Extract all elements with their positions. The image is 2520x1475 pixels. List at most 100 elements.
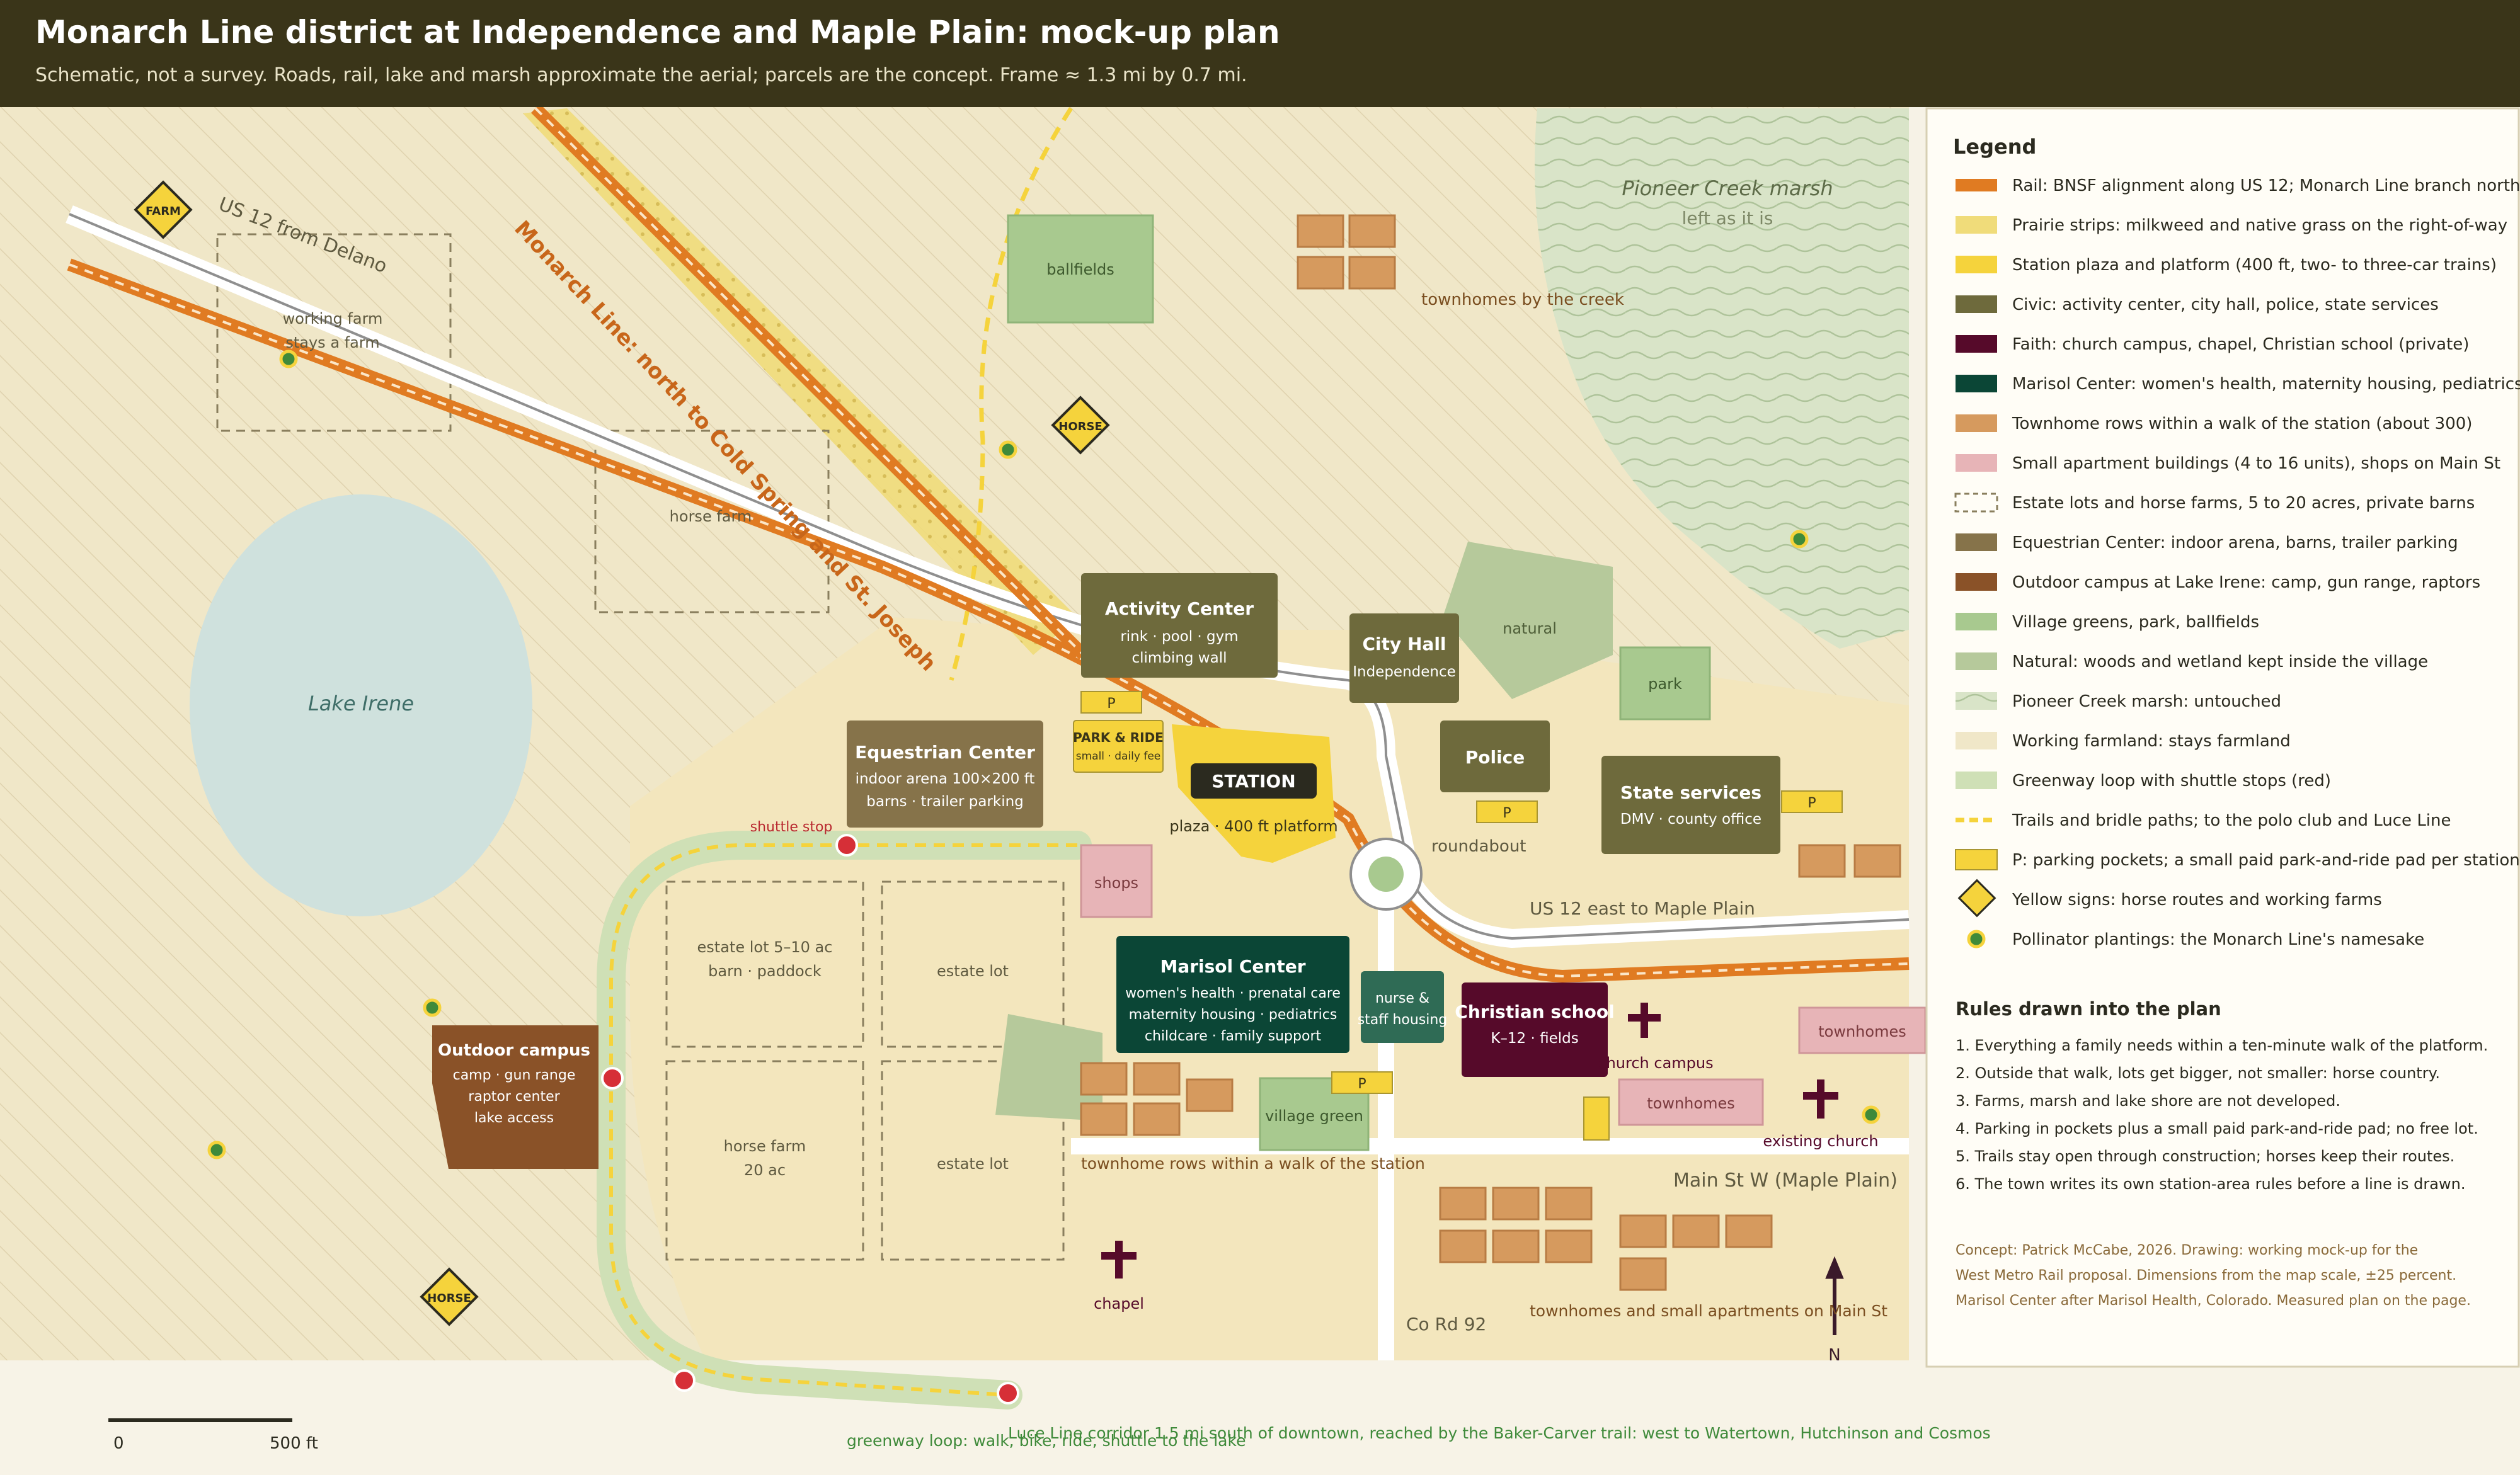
activity-center-line1: rink · pool · gym	[1120, 629, 1238, 645]
legend-swatch-outdoor	[1956, 573, 1997, 591]
legend-swatch-equestrian	[1956, 533, 1997, 551]
existing-church-label: existing church	[1763, 1132, 1878, 1150]
estate-lot-1-label: estate lot 5–10 ac	[697, 938, 833, 956]
chapel-label: chapel	[1094, 1295, 1144, 1313]
park-ride-title: PARK & RIDE	[1073, 730, 1164, 745]
townhomes-label-2: townhomes	[1818, 1023, 1906, 1040]
church-campus-label: church campus	[1598, 1054, 1713, 1072]
legend-swatch-pollinator	[1967, 930, 1986, 948]
shops-label: shops	[1094, 874, 1138, 892]
farm-sign-icon	[134, 180, 193, 239]
lake-irene-label: Lake Irene	[308, 692, 414, 715]
outdoor-campus	[432, 1025, 598, 1169]
legend-item-label: Estate lots and horse farms, 5 to 20 acr…	[2012, 494, 2475, 513]
activity-center-line2: climbing wall	[1132, 650, 1227, 666]
legend-item-label: Outdoor campus at Lake Irene: camp, gun …	[2012, 573, 2480, 592]
parking-p-label-2: P	[1503, 806, 1511, 821]
legend-item-label: Prairie strips: milkweed and native gras…	[2012, 216, 2507, 235]
shuttle-stop-label: shuttle stop	[750, 819, 833, 835]
working-farm-lot	[216, 233, 452, 432]
rule-item: 6. The town writes its own station-area …	[1956, 1175, 2465, 1193]
marsh-label: Pioneer Creek marsh	[1622, 176, 1833, 200]
equestrian-center	[847, 720, 1043, 828]
marisol-line1: women's health · prenatal care	[1125, 986, 1341, 1001]
rules-title: Rules drawn into the plan	[1956, 998, 2221, 1020]
horse-sign-label: HORSE	[1058, 420, 1102, 433]
main-st-townhomes-block	[1439, 1187, 1773, 1291]
legend-item-label: Trails and bridle paths; to the polo clu…	[2012, 811, 2451, 830]
parking-p-label-3: P	[1807, 795, 1816, 811]
rule-item: 3. Farms, marsh and lake shore are not d…	[1956, 1092, 2340, 1110]
chapel-cross-icon	[1101, 1241, 1137, 1279]
legend-swatch-estate	[1954, 493, 1998, 513]
legend-item-label: Yellow signs: horse routes and working f…	[2012, 891, 2382, 909]
scale-0-label: 0	[113, 1434, 124, 1453]
horse-farm-top-label: horse farm	[670, 508, 752, 525]
horse-farm-lot	[665, 1060, 864, 1261]
legend-swatch-rail	[1956, 179, 1997, 191]
state-services-title: State services	[1620, 782, 1761, 803]
estate-lot-a	[665, 880, 864, 1048]
legend-swatch-natural	[1956, 652, 1997, 670]
parking-p-label-4: P	[1358, 1076, 1366, 1092]
farm-sign-label: FARM	[146, 205, 181, 218]
park	[1619, 646, 1711, 720]
estate-lot-3-label: estate lot	[937, 1155, 1009, 1173]
shops-block	[1080, 844, 1153, 918]
outdoor-campus-line2: raptor center	[468, 1089, 560, 1105]
park-label: park	[1648, 675, 1682, 693]
nurse-label-2: staff housing	[1358, 1012, 1448, 1028]
outdoor-campus-line3: lake access	[474, 1110, 554, 1126]
police	[1440, 720, 1550, 792]
legend-swatch-green	[1956, 613, 1997, 630]
ballfields-label: ballfields	[1046, 261, 1114, 278]
rule-item: 2. Outside that walk, lots get bigger, n…	[1956, 1064, 2440, 1082]
station-label: STATION	[1211, 771, 1295, 792]
activity-center-title: Activity Center	[1105, 598, 1254, 619]
legend-item-label: Working farmland: stays farmland	[2012, 732, 2291, 751]
estate-lot-1b-label: barn · paddock	[708, 962, 822, 980]
legend-swatch-marsh	[1956, 692, 1997, 710]
rail-monarch-ties	[534, 107, 1085, 656]
horse-sign-label-south: HORSE	[427, 1292, 471, 1305]
legend-swatch-greenway	[1956, 772, 1997, 789]
rule-item: 4. Parking in pockets plus a small paid …	[1956, 1120, 2478, 1137]
parking-p-label-1: P	[1107, 696, 1115, 712]
main-st-label: Main St W (Maple Plain)	[1673, 1170, 1898, 1192]
christian-school-title: Christian school	[1455, 1001, 1614, 1022]
legend-swatch-civic	[1956, 295, 1997, 313]
parking-p-3	[1781, 790, 1843, 813]
legend-panel	[1925, 107, 2520, 1368]
legend-swatch-prairie	[1956, 216, 1997, 234]
nurse-housing	[1361, 971, 1444, 1043]
nurse-label-1: nurse &	[1375, 991, 1429, 1006]
page-subtitle: Schematic, not a survey. Roads, rail, la…	[35, 64, 1247, 86]
estate-lot-b	[881, 880, 1065, 1048]
townhomes-pink-1	[1618, 1078, 1764, 1126]
working-farm-label-1: working farm	[283, 310, 383, 327]
natural-area-south	[995, 1014, 1102, 1121]
plaza-label: plaza · 400 ft platform	[1169, 817, 1337, 835]
townhome-rows-label: townhome rows within a walk of the stati…	[1081, 1154, 1425, 1173]
natural-label: natural	[1503, 620, 1557, 637]
north-arrow-icon	[1825, 1256, 1844, 1335]
church-cross-icon	[1628, 1003, 1661, 1038]
legend-swatch-marisol	[1956, 375, 1997, 392]
ballfields	[1007, 214, 1154, 324]
legend-swatch-sign	[1957, 879, 1996, 918]
marisol-center	[1116, 936, 1349, 1053]
parking-p-5	[1583, 1096, 1610, 1141]
outdoor-campus-line1: camp · gun range	[453, 1068, 576, 1083]
legend-item-label: Civic: activity center, city hall, polic…	[2012, 295, 2439, 314]
park-ride-line1: small · daily fee	[1076, 750, 1161, 763]
parking-p-1	[1080, 691, 1142, 714]
header-bar: Monarch Line district at Independence an…	[0, 0, 2520, 107]
park-and-ride	[1073, 720, 1164, 773]
east-townhomes-block	[1798, 844, 1901, 878]
legend-item-label: Small apartment buildings (4 to 16 units…	[2012, 454, 2500, 473]
lake-irene	[190, 494, 532, 916]
scale-bar	[108, 1418, 292, 1422]
